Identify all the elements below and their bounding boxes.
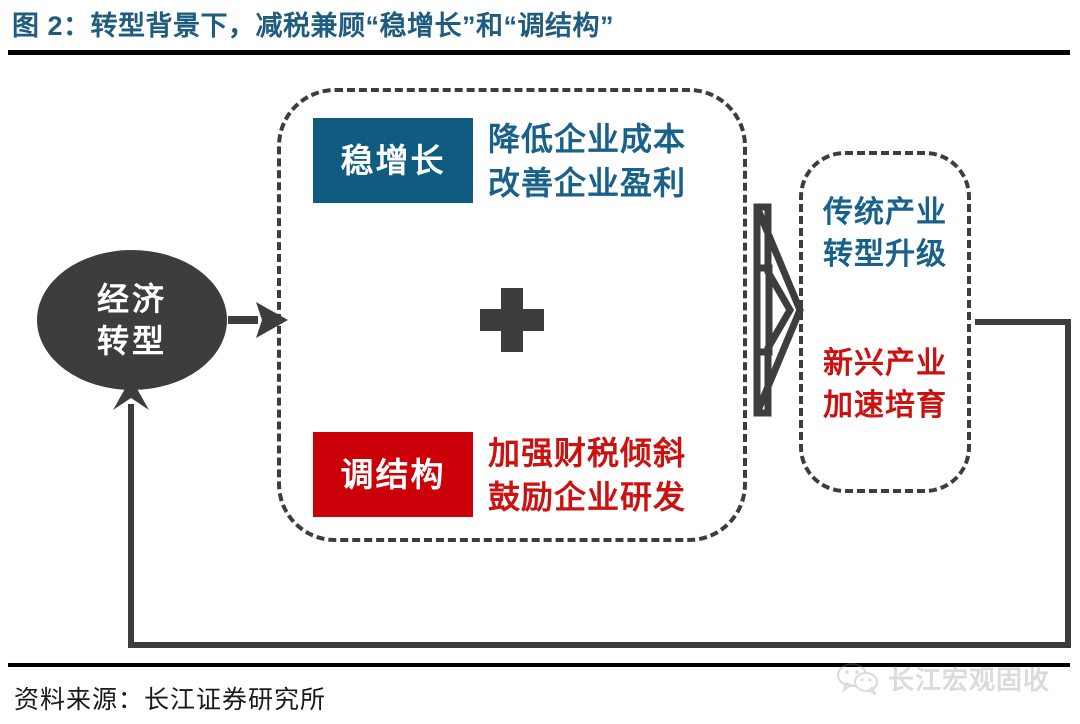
chevron-right-icon — [753, 203, 804, 417]
plus-vertical-bar — [501, 288, 523, 352]
source-note: 资料来源：长江证券研究所 — [14, 686, 327, 714]
stable-growth-description: 降低企业成本 改善企业盈利 — [488, 121, 687, 201]
plus-icon — [480, 288, 544, 352]
footer-divider — [8, 663, 1070, 667]
stable-growth-tag: 稳增长 — [313, 118, 473, 203]
econ-line-2: 转型 — [96, 323, 167, 359]
title-divider — [8, 50, 1070, 55]
wechat-icon — [837, 662, 878, 695]
outcome-traditional-industry: 传统产业 转型升级 — [823, 196, 947, 271]
structure-adjustment-tag: 调结构 — [313, 432, 473, 517]
watermark: 长江宏观固收 — [836, 660, 1050, 697]
outcome-emerging-industry: 新兴产业 加速培育 — [823, 347, 947, 422]
watermark-label: 长江宏观固收 — [888, 665, 1051, 695]
economic-transition-node: 经济 转型 — [37, 250, 227, 390]
page-title: 图 2：转型背景下，减税兼顾“稳增长”和“调结构” — [12, 11, 615, 41]
econ-line-1: 经济 — [96, 281, 167, 317]
structure-adjustment-description: 加强财税倾斜 鼓励企业研发 — [488, 435, 687, 515]
